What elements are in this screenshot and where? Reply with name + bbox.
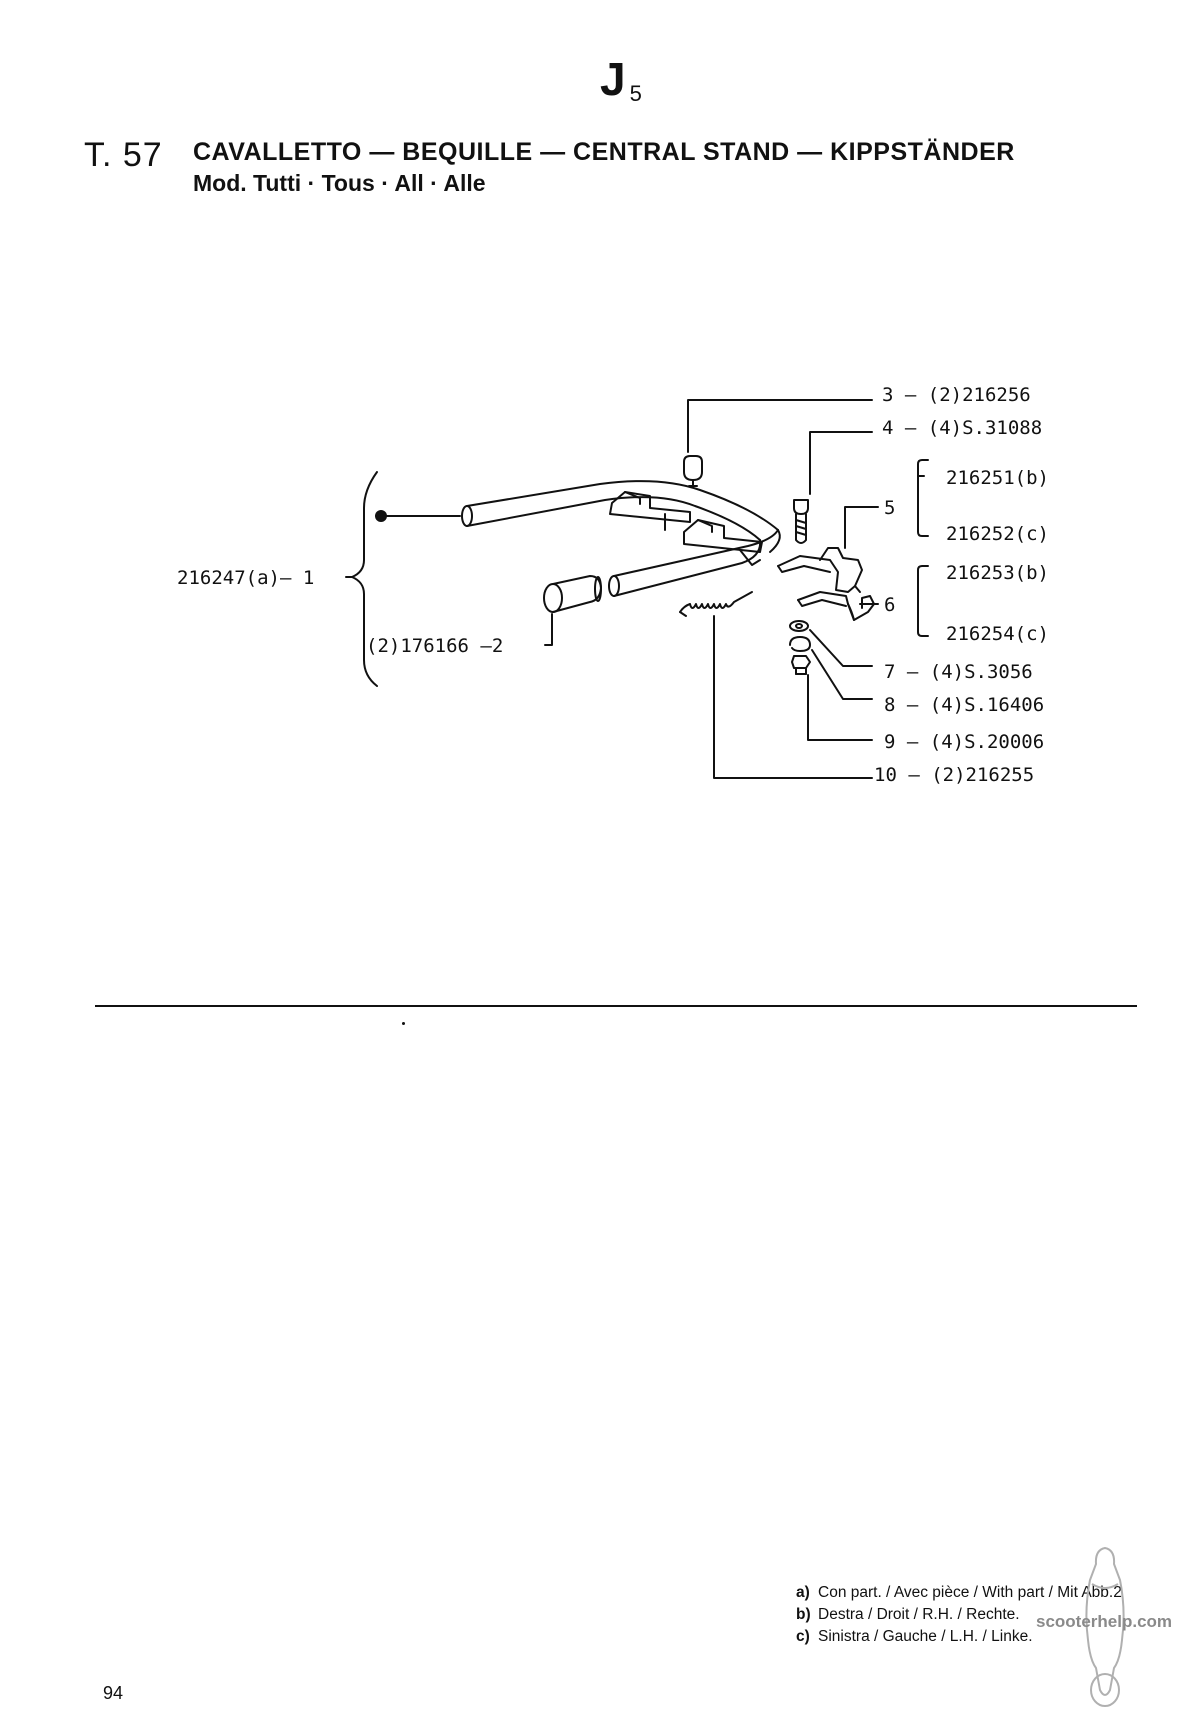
nut bbox=[791, 655, 811, 669]
spring-washer bbox=[789, 636, 811, 652]
part-label-5c: 216252(c) bbox=[946, 523, 1049, 545]
scooter-logo-icon bbox=[1085, 1546, 1125, 1707]
return-spring bbox=[679, 591, 753, 617]
part-label-6c: 216254(c) bbox=[946, 623, 1049, 645]
bracket-upper bbox=[777, 547, 863, 593]
part-label-4: 4 — (4)S.31088 bbox=[882, 417, 1042, 439]
part-label-6b: 216253(b) bbox=[946, 562, 1049, 584]
page-number: 94 bbox=[103, 1683, 124, 1703]
legend-item: b) Destra / Droit / R.H. / Rechte. bbox=[796, 1604, 1122, 1626]
section-subscript: 5 bbox=[629, 81, 642, 106]
part-label-6-num: 6 bbox=[884, 594, 895, 616]
legend-item: a) Con part. / Avec pièce / With part / M… bbox=[796, 1582, 1122, 1604]
rubber-foot bbox=[543, 575, 602, 613]
part-label-8: 8 — (4)S.16406 bbox=[884, 694, 1044, 716]
legend-key: a) bbox=[796, 1584, 810, 1601]
part-label-2: (2)176166 —2 bbox=[366, 635, 503, 657]
section-letter: J bbox=[600, 53, 626, 105]
central-stand-frame bbox=[461, 480, 781, 597]
part-label-3: 3 — (2)216256 bbox=[882, 384, 1031, 406]
horizontal-rule bbox=[95, 1005, 1137, 1007]
bracket-lower bbox=[797, 591, 875, 621]
rubber-buffer bbox=[683, 455, 703, 487]
part-label-1: 216247(a)— 1 bbox=[177, 567, 314, 589]
part-label-5-num: 5 bbox=[884, 497, 895, 519]
part-label-10: 10 — (2)216255 bbox=[874, 764, 1034, 786]
table-number: T. 57 bbox=[84, 136, 163, 174]
watermark: scooterhelp.com bbox=[1036, 1612, 1173, 1631]
legend-key: c) bbox=[796, 1628, 810, 1645]
legend-text: Destra / Droit / R.H. / Rechte. bbox=[818, 1606, 1020, 1623]
part-label-9: 9 — (4)S.20006 bbox=[884, 731, 1044, 753]
footnote-legend: a) Con part. / Avec pièce / With part / M… bbox=[796, 1582, 1122, 1648]
exploded-parts-diagram: 216247(a)— 1 (2)176166 —2 3 — (2)216256 … bbox=[177, 384, 1049, 786]
callout-dot bbox=[375, 510, 387, 522]
legend-text: Sinistra / Gauche / L.H. / Linke. bbox=[818, 1628, 1033, 1645]
legend-item: c) Sinistra / Gauche / L.H. / Linke. bbox=[796, 1626, 1122, 1648]
legend-key: b) bbox=[796, 1606, 811, 1623]
washer bbox=[789, 620, 809, 632]
part-label-7: 7 — (4)S.3056 bbox=[884, 661, 1033, 683]
page-title: CAVALLETTO — BEQUILLE — CENTRAL STAND — … bbox=[193, 138, 1015, 166]
legend-text: Con part. / Avec pièce / With part / Mit… bbox=[818, 1584, 1122, 1601]
stray-dot bbox=[402, 1022, 405, 1025]
model-applicability: Mod. Tutti · Tous · All · Alle bbox=[193, 170, 486, 196]
part-label-5b: 216251(b) bbox=[946, 467, 1049, 489]
bolt bbox=[793, 499, 809, 544]
